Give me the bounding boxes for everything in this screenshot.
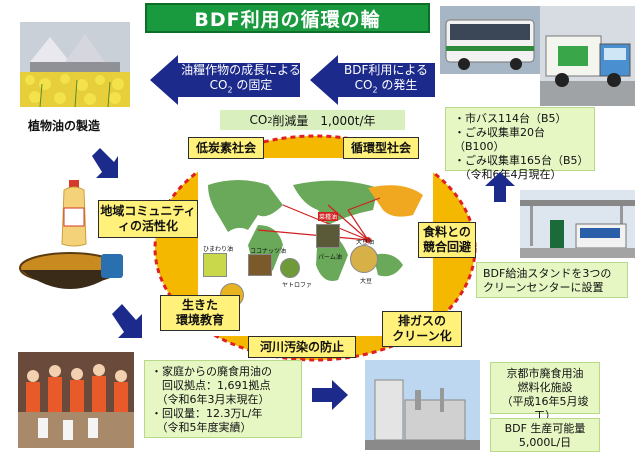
co2-emission-arrow xyxy=(310,55,435,105)
co2-fixation-arrow xyxy=(150,55,300,105)
collection-info-box: ・家庭からの廃食用油の 回収拠点：1,691拠点 （令和6年3月末現在） ・回収… xyxy=(144,360,302,438)
map-label-sunflower: ひまわり油 xyxy=(203,246,234,253)
label-low-carbon: 低炭素社会 xyxy=(188,137,264,159)
city-bus-photo xyxy=(440,6,540,74)
crop-jatropha-thumb xyxy=(280,258,300,278)
diagram-title: BDF利用の循環の輪 xyxy=(145,3,430,33)
label-river-pollution: 河川汚染の防止 xyxy=(248,336,356,358)
co2-emission-text: BDF利用による CO2 の発生 xyxy=(343,62,428,95)
crop-coconut-thumb xyxy=(316,224,340,248)
rapeseed-field-photo xyxy=(20,22,130,107)
co2-fixation-text: 油糧作物の成長による CO2 の固定 xyxy=(181,62,301,95)
left-down-arrow-2 xyxy=(112,304,142,338)
fuel-facility-photo xyxy=(365,360,480,450)
garbage-truck-photo xyxy=(540,6,635,106)
bottom-right-arrow xyxy=(312,380,348,410)
fuel-station-info: BDF給油スタンドを3つの クリーンセンターに設置 xyxy=(476,262,628,298)
label-community: 地域コミュニティィの活性化 xyxy=(98,200,198,238)
map-label-coconut: ココナッツ油 xyxy=(250,248,287,255)
oil-collection-photo xyxy=(18,352,134,448)
fuel-station-photo xyxy=(520,190,635,258)
wok-illustration xyxy=(15,248,125,296)
vehicle-info-box: ・市バス114台（B5） ・ごみ収集車20台（B100） ・ごみ収集車165台（… xyxy=(445,107,595,181)
right-up-arrow xyxy=(485,172,515,202)
veg-oil-production-label: 植物油の製造 xyxy=(28,119,101,133)
label-environmental-education: 生きた環境教育 xyxy=(160,295,240,331)
oil-bottle-illustration xyxy=(56,180,92,248)
label-exhaust-cleaning: 排ガスのクリーン化 xyxy=(382,311,462,347)
crop-palm-thumb xyxy=(248,254,272,276)
map-label-jatropha: ヤトロファ xyxy=(282,282,313,289)
left-down-arrow-1 xyxy=(92,148,118,178)
map-label-soy-oil: 大豆油 xyxy=(356,239,375,246)
crop-soy-thumb xyxy=(350,245,378,273)
label-recycling: 循環型社会 xyxy=(343,137,419,159)
co2-arrows xyxy=(150,55,435,105)
label-food-competition: 食料との競合回避 xyxy=(418,222,476,258)
map-label-palm: パーム油 xyxy=(318,254,342,261)
map-label-soy: 大豆 xyxy=(360,278,373,285)
world-map xyxy=(198,170,433,300)
facility-info-box: 京都市廃食用油 燃料化施設 （平成16年5月竣工） xyxy=(490,362,600,422)
crop-rapeseed-thumb xyxy=(203,253,227,277)
capacity-info-box: BDF 生産可能量 5,000L/日 xyxy=(490,418,600,452)
map-label-rapeseed: 菜種油 xyxy=(318,212,339,221)
